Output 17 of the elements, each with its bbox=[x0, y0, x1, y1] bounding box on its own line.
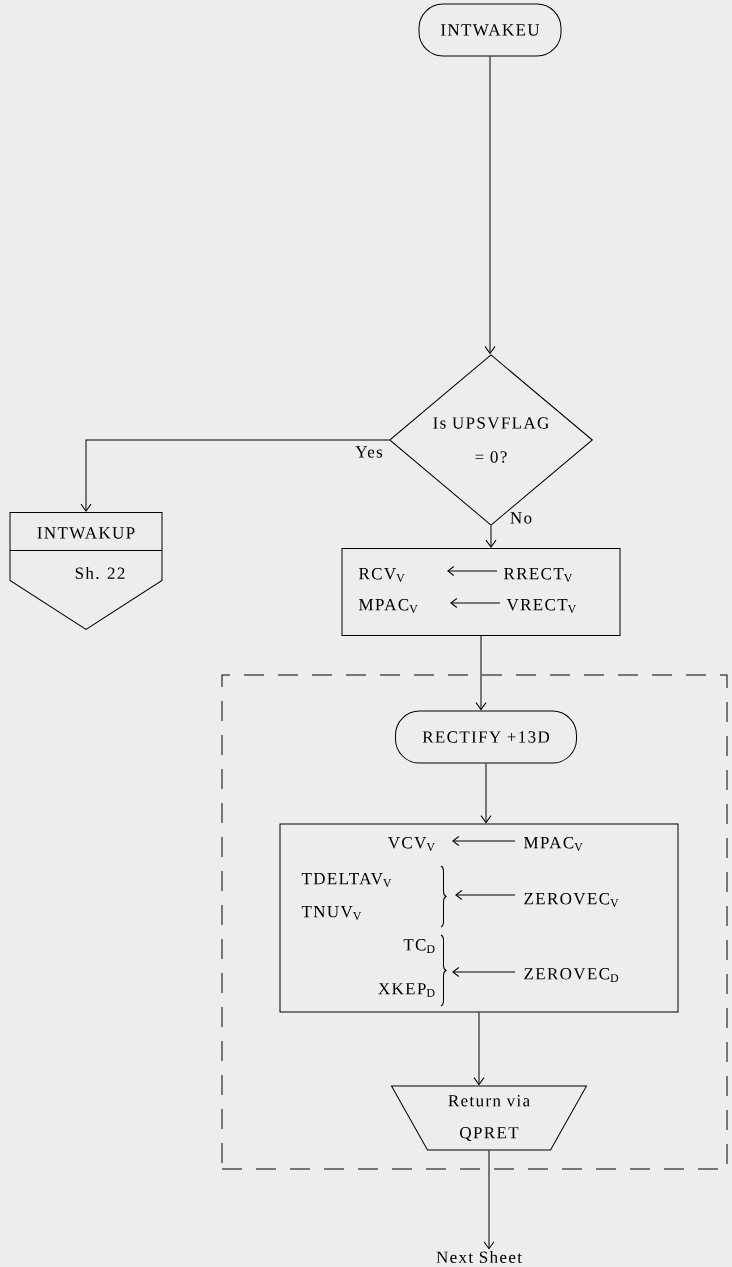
arrow bbox=[483, 1150, 495, 1250]
terminal-box: RECTIFY +13D bbox=[395, 710, 577, 764]
terminal-box: INTWAKEU bbox=[418, 3, 562, 57]
arrow bbox=[475, 635, 487, 711]
arrow bbox=[473, 1012, 485, 1086]
arrow bbox=[485, 525, 497, 548]
arrow bbox=[80, 439, 390, 512]
return-trapezoid: Return via QPRET bbox=[391, 1085, 587, 1151]
edge-label: Yes bbox=[354, 445, 384, 459]
arrow bbox=[484, 56, 496, 354]
arrow bbox=[480, 763, 492, 824]
process-box: RCV$_{V}$ RRECT$_{V}$ MPAC$_{V}$ VRECT$_{V}$ bbox=[341, 548, 621, 636]
dashed-boundary bbox=[221, 674, 728, 1170]
connector-label: Next Sheet bbox=[436, 1251, 522, 1263]
process-box: VCV$_{V}$ MPAC$_{V}$ TDELTAV$_{V}$ TNUV$_{V}$ ZEROVEC$_{V}$ TC$_{D}$ XKEP$_{D}$ ZEROVEC$_{D}$ bbox=[279, 823, 679, 1013]
off-page-connector: INTWAKUP Sh. 22 bbox=[9, 512, 163, 630]
edge-label: No bbox=[508, 511, 534, 525]
